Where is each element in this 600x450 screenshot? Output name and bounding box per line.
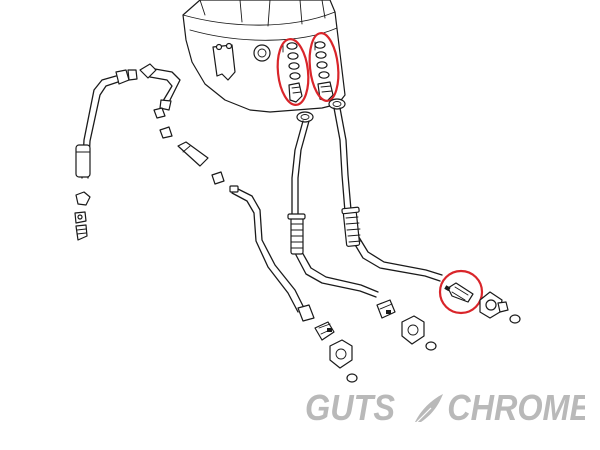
oil-tank — [182, 0, 346, 113]
grommet-left — [296, 111, 314, 123]
vent-line — [75, 69, 138, 179]
highlight-circle-line-fitting — [438, 269, 484, 315]
watermark-logo: GUTS CHROME — [305, 388, 585, 428]
oil-feed-line — [287, 120, 379, 298]
middle-hose-parts — [153, 107, 225, 185]
watermark-text-chrome: CHROME — [447, 388, 585, 428]
vent-hose-elbow — [139, 63, 181, 111]
grommet-right — [328, 98, 346, 110]
inline-fitting-highlighted — [444, 282, 474, 303]
feather-icon — [414, 394, 443, 425]
watermark-text-guts: GUTS — [305, 388, 395, 428]
oil-return-line — [333, 107, 443, 282]
highlight-circle-tank-right — [308, 32, 340, 102]
middle-oil-line — [229, 185, 315, 322]
hex-fitting-right — [479, 291, 521, 324]
vent-small-parts — [74, 191, 91, 241]
tank-fitting-right — [314, 41, 334, 102]
tank-fitting-left — [286, 42, 303, 103]
lower-fittings — [314, 299, 437, 383]
highlight-circle-tank-left — [276, 38, 310, 106]
